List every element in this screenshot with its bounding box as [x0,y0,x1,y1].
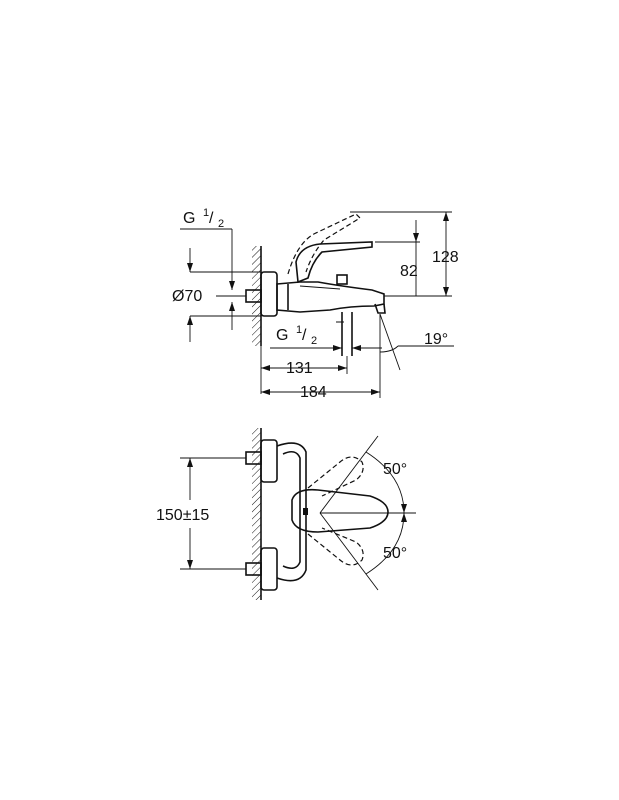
thread-spout-label: G 1 / 2 [276,324,317,347]
angle-50-top-label: 50° [383,461,407,478]
dia-arrow-bottom [187,316,193,325]
wall-hatch-top [252,428,261,600]
lever-swung-up [307,456,364,497]
angle-arc [379,345,399,353]
thread-top-slash: / [209,210,214,227]
angle-ray [379,313,401,371]
mixer-body [276,281,385,313]
lever-raised-dashed [287,213,361,275]
thread-top-arrow-b [229,302,235,311]
body-highlight [299,285,341,290]
thread-spout-arrow-a [333,345,342,351]
top-view: 150±15 50° 50° [156,428,416,600]
spout-aerator [374,303,386,314]
lever-handle [295,241,373,284]
angle-50-bottom-label: 50° [383,545,407,562]
wall-hatch [252,246,261,346]
dim128-arrow-a [443,212,449,221]
dia-arrow-top [187,263,193,272]
escutcheon-lower [260,547,278,591]
mixer-body-inner [282,450,301,570]
thread-top-den: 2 [218,218,224,230]
dim131-arrow-b [338,365,347,371]
ray-upper [319,435,379,514]
angle-19-label: 19° [424,331,448,348]
dim82-arrow [413,233,419,242]
escutcheon-upper [260,439,278,483]
thread-spout-arrow-b [352,345,361,351]
thread-top-label: G 1 / 2 [183,207,224,230]
thread-spout-num: 1 [296,324,302,336]
dim128-arrow-b [443,287,449,296]
diameter-label: Ø70 [172,288,202,305]
thread-top-g: G [183,210,195,227]
arc-upper-arrow [401,504,407,513]
thread-top-arrow-a [229,281,235,290]
lever-top [291,488,389,533]
dim184-arrow-b [371,389,380,395]
dim131-arrow-a [261,365,270,371]
dim-150-label: 150±15 [156,507,209,524]
side-view: G 1 / 2 Ø70 G 1 / 2 [172,207,459,401]
arc-lower-arrow [401,513,407,522]
diverter-knob [336,274,348,285]
dim-128-label: 128 [432,249,459,266]
thread-spout-den: 2 [311,335,317,347]
dim150-arrow-a [187,458,193,467]
dim184-arrow-a [261,389,270,395]
lever-swung-down [307,527,364,566]
dim150-arrow-b [187,560,193,569]
thread-top-num: 1 [203,207,209,219]
ray-lower [319,512,379,591]
dim-184-label: 184 [300,384,327,401]
dim-82-label: 82 [400,263,418,280]
escutcheon [260,271,278,317]
thread-spout-g: G [276,327,288,344]
arc-lower [365,512,405,575]
thread-spout-slash: / [302,327,307,344]
lever-indicator [303,508,308,515]
dim-131-label: 131 [286,360,313,377]
